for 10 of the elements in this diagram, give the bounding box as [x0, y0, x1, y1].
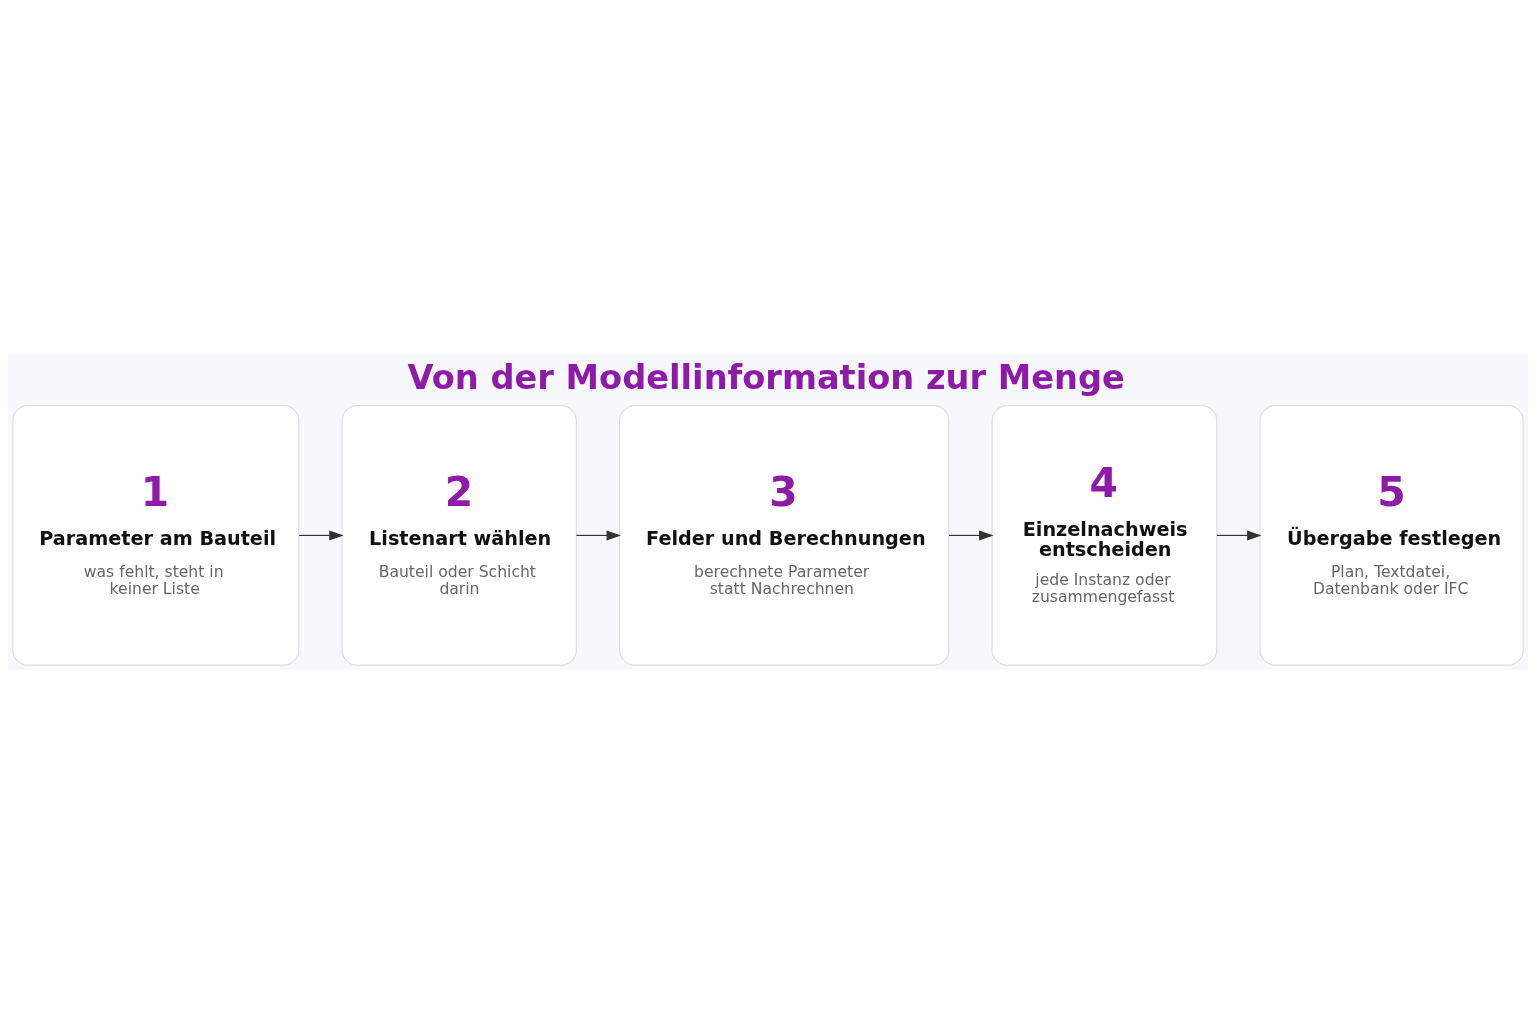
arrow — [575, 530, 621, 541]
arrow — [948, 530, 994, 541]
arrow — [1216, 530, 1262, 541]
node-box: 2 Listenart wählen Bauteil oder Schicht darin — [341, 405, 577, 666]
node-box: 4 Einzelnachweis entscheiden jede Instanz oder zusammengefasst — [991, 405, 1218, 666]
node-box: 3 Felder und Berechnungen berechnete Parameter statt Nachrechnen — [619, 405, 950, 666]
node-box: 1 Parameter am Bauteil was fehlt, steht in keiner Liste — [12, 405, 300, 666]
node-box: 5 Übergabe festlegen Plan, Textdatei, Datenbank oder IFC — [1259, 405, 1524, 666]
diagram-title: Von der Modellinformation zur Menge — [407, 358, 1125, 398]
arrow — [298, 530, 344, 541]
